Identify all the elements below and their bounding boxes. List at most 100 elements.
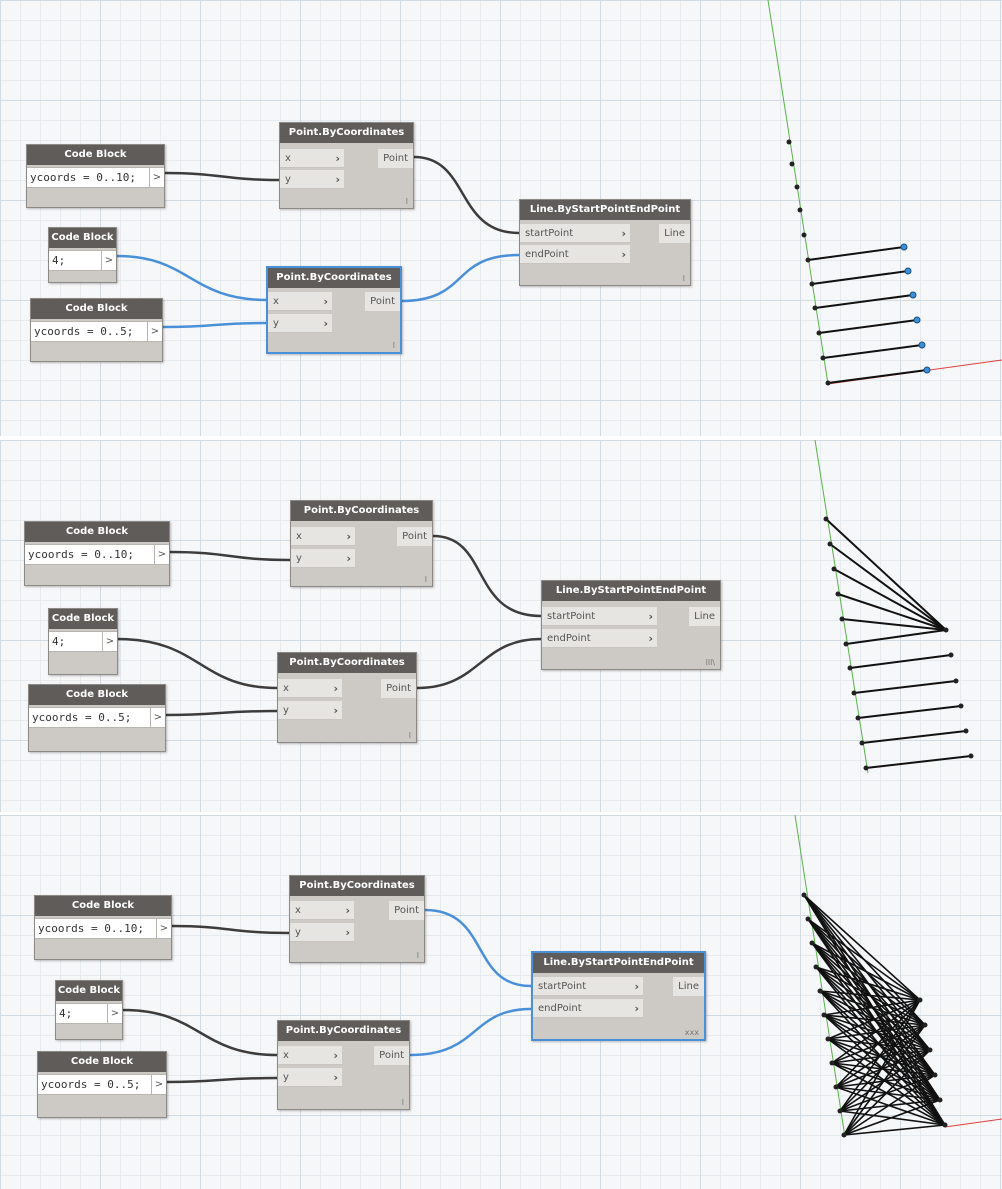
code-block-row[interactable]: ycoords = 0..5; > — [31, 321, 162, 342]
port-label: x — [273, 296, 279, 307]
output-port[interactable]: > — [151, 1075, 166, 1094]
output-port[interactable]: > — [147, 322, 162, 341]
preview-line — [807, 918, 941, 1101]
lacing-indicator[interactable]: l — [682, 274, 685, 283]
input-port-x[interactable]: x› — [278, 679, 342, 698]
preview-point — [829, 1060, 835, 1066]
port-label: y — [273, 318, 279, 329]
code-block-node[interactable]: Code Block ycoords = 0..5; > — [30, 298, 163, 362]
line-by-start-end-node[interactable]: Line.ByStartPointEndPoint startPoint› en… — [531, 951, 706, 1041]
preview-line — [843, 1099, 941, 1136]
code-block-text[interactable]: ycoords = 0..5; — [34, 325, 134, 338]
code-block-node[interactable]: Code Block 4; > — [48, 608, 118, 675]
preview-line — [811, 942, 941, 1101]
lacing-indicator[interactable]: xxx — [684, 1028, 699, 1037]
input-port-endpoint[interactable]: endPoint› — [533, 999, 643, 1018]
input-port-y[interactable]: y› — [268, 314, 332, 333]
input-port-x[interactable]: x› — [291, 527, 355, 546]
input-port-startpoint[interactable]: startPoint› — [542, 607, 657, 626]
point-by-coordinates-node[interactable]: Point.ByCoordinates x› y› Point l — [290, 500, 433, 587]
output-port-point[interactable]: Point — [397, 527, 432, 546]
code-block-text[interactable]: ycoords = 0..5; — [41, 1078, 141, 1091]
input-port-y[interactable]: y› — [291, 549, 355, 568]
code-block-node[interactable]: Code Block 4; > — [48, 227, 117, 283]
code-block-text[interactable]: ycoords = 0..5; — [32, 711, 132, 724]
line-by-start-end-node[interactable]: Line.ByStartPointEndPoint startPoint› en… — [541, 580, 721, 670]
code-block-node[interactable]: Code Block ycoords = 0..10; > — [26, 144, 165, 208]
output-port[interactable]: > — [149, 168, 164, 187]
input-port-startpoint[interactable]: startPoint› — [533, 977, 643, 996]
input-port-endpoint[interactable]: endPoint› — [542, 629, 657, 648]
output-port[interactable]: > — [102, 632, 117, 651]
output-port[interactable]: > — [154, 545, 169, 564]
y-axis — [794, 815, 846, 1138]
output-port[interactable]: > — [150, 708, 165, 727]
code-block-row[interactable]: ycoords = 0..10; > — [35, 918, 171, 939]
output-port-point[interactable]: Point — [374, 1046, 409, 1065]
code-block-row[interactable]: ycoords = 0..5; > — [29, 707, 165, 728]
y-axis — [767, 0, 829, 385]
lacing-indicator[interactable]: l — [405, 197, 408, 206]
lacing-indicator[interactable]: l — [401, 1098, 404, 1107]
input-port-x[interactable]: x› — [268, 292, 332, 311]
output-port[interactable]: > — [101, 251, 116, 270]
lacing-indicator[interactable]: l — [424, 575, 427, 584]
input-port-startpoint[interactable]: startPoint› — [520, 224, 630, 243]
code-block-text[interactable]: ycoords = 0..10; — [38, 922, 144, 935]
code-block-text[interactable]: ycoords = 0..10; — [28, 548, 134, 561]
wire — [432, 534, 542, 618]
input-port-y[interactable]: y› — [280, 170, 344, 189]
code-block-node[interactable]: Code Block ycoords = 0..5; > — [28, 684, 166, 752]
point-by-coordinates-node[interactable]: Point.ByCoordinates x› y› Point l — [279, 122, 414, 209]
lacing-indicator[interactable]: l — [408, 731, 411, 740]
lacing-indicator[interactable]: l — [416, 951, 419, 960]
output-port[interactable]: > — [156, 919, 171, 938]
input-port-x[interactable]: x› — [280, 149, 344, 168]
preview-lines — [807, 246, 928, 384]
code-block-node[interactable]: Code Block ycoords = 0..10; > — [24, 521, 170, 586]
point-by-coordinates-node[interactable]: Point.ByCoordinates x› y› Point l — [266, 266, 402, 354]
input-port-endpoint[interactable]: endPoint› — [520, 245, 630, 264]
preview-line — [835, 1074, 936, 1088]
preview-line — [819, 990, 921, 1001]
code-block-row[interactable]: ycoords = 0..10; > — [27, 167, 164, 188]
output-port-line[interactable]: Line — [659, 224, 690, 243]
input-port-y[interactable]: y› — [290, 923, 354, 942]
output-port-point[interactable]: Point — [378, 149, 413, 168]
preview-line — [803, 894, 926, 1026]
code-block-row[interactable]: 4; > — [49, 631, 117, 652]
output-port[interactable]: > — [107, 1004, 122, 1023]
code-block-row[interactable]: 4; > — [56, 1003, 122, 1024]
output-port-point[interactable]: Point — [381, 679, 416, 698]
code-block-text[interactable]: 4; — [52, 254, 66, 267]
code-block-text[interactable]: 4; — [59, 1007, 73, 1020]
code-block-node[interactable]: Code Block ycoords = 0..10; > — [34, 895, 172, 960]
line-by-start-end-node[interactable]: Line.ByStartPointEndPoint startPoint› en… — [519, 199, 691, 286]
lacing-indicator[interactable]: l — [392, 341, 395, 350]
canvas-panel-1[interactable]: Code Block ycoords = 0..10; > Code Block… — [0, 0, 1002, 436]
code-block-row[interactable]: ycoords = 0..10; > — [25, 544, 169, 565]
code-block-text[interactable]: 4; — [52, 635, 66, 648]
point-by-coordinates-node[interactable]: Point.ByCoordinates x› y› Point l — [289, 875, 425, 963]
code-block-text[interactable]: ycoords = 0..10; — [30, 171, 136, 184]
canvas-panel-3[interactable]: Code Block ycoords = 0..10; > Code Block… — [0, 815, 1002, 1189]
geometry-preview — [767, 0, 1002, 386]
code-block-node[interactable]: Code Block ycoords = 0..5; > — [37, 1051, 167, 1118]
input-port-x[interactable]: x› — [290, 901, 354, 920]
code-block-node[interactable]: Code Block 4; > — [55, 980, 123, 1040]
output-port-point[interactable]: Point — [389, 901, 424, 920]
input-port-x[interactable]: x› — [278, 1046, 342, 1065]
canvas-panel-2[interactable]: Code Block ycoords = 0..10; > Code Block… — [0, 440, 1002, 812]
node-title: Point.ByCoordinates — [278, 1021, 409, 1041]
output-port-point[interactable]: Point — [365, 292, 400, 311]
point-by-coordinates-node[interactable]: Point.ByCoordinates x› y› Point l — [277, 652, 417, 743]
code-block-row[interactable]: ycoords = 0..5; > — [38, 1074, 166, 1095]
code-block-row[interactable]: 4; > — [49, 250, 116, 271]
output-port-line[interactable]: Line — [689, 607, 720, 626]
input-port-y[interactable]: y› — [278, 701, 342, 720]
output-port-line[interactable]: Line — [673, 977, 704, 996]
input-port-y[interactable]: y› — [278, 1068, 342, 1087]
chevron-right-icon: › — [333, 682, 338, 695]
point-by-coordinates-node[interactable]: Point.ByCoordinates x› y› Point l — [277, 1020, 410, 1110]
lacing-indicator[interactable]: lll\ — [705, 658, 715, 667]
